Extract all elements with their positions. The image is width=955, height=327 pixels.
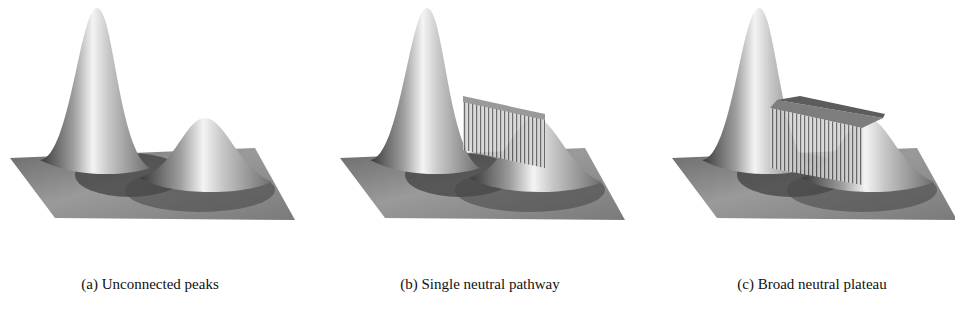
panel-caption: (a) Unconnected peaks	[81, 276, 218, 293]
panel-caption: (c) Broad neutral plateau	[737, 276, 887, 293]
panel-caption: (b) Single neutral pathway	[400, 276, 560, 293]
